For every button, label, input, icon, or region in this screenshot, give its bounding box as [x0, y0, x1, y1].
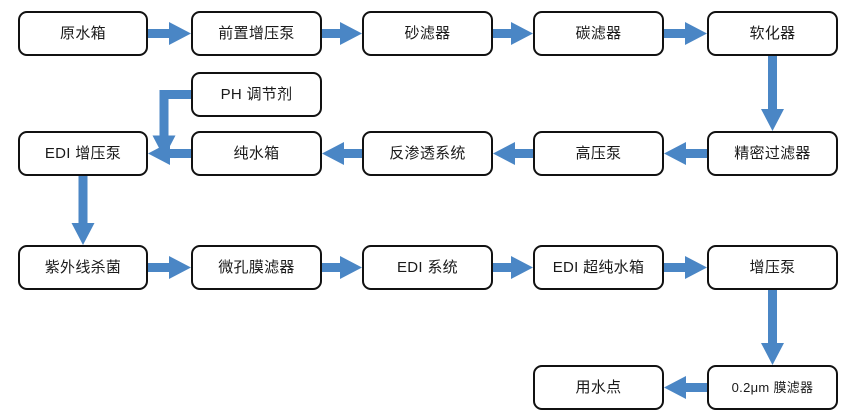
node-label: 0.2μm 膜滤器	[731, 379, 814, 395]
arrow-booster-to-membrane	[761, 290, 784, 365]
arrow-carbon-to-softener	[664, 22, 707, 45]
node-uv-sterilizer[interactable]: 紫外线杀菌	[18, 245, 148, 290]
arrow-micropore-to-edi	[322, 256, 362, 279]
node-carbon-filter[interactable]: 碳滤器	[533, 11, 664, 56]
node-label: EDI 系统	[397, 258, 458, 276]
node-label: 反渗透系统	[389, 144, 466, 162]
node-label: 增压泵	[749, 258, 796, 276]
arrow-membrane-to-pou	[664, 376, 707, 399]
node-micropore-filter[interactable]: 微孔膜滤器	[191, 245, 322, 290]
node-pure-water-tank[interactable]: 纯水箱	[191, 131, 322, 176]
node-membrane-filter-02um[interactable]: 0.2μm 膜滤器	[707, 365, 838, 410]
node-label: 紫外线杀菌	[44, 258, 122, 276]
node-label: 纯水箱	[233, 144, 280, 162]
node-label: EDI 增压泵	[44, 144, 122, 162]
arrow-edi-to-ultratank	[493, 256, 533, 279]
node-label: 软化器	[749, 24, 796, 42]
node-booster-pump[interactable]: 增压泵	[707, 245, 838, 290]
node-edi-ultrapure-tank[interactable]: EDI 超纯水箱	[533, 245, 664, 290]
node-raw-water-tank[interactable]: 原水箱	[18, 11, 148, 56]
node-sand-filter[interactable]: 砂滤器	[362, 11, 493, 56]
node-softener[interactable]: 软化器	[707, 11, 838, 56]
arrow-uv-to-micropore	[148, 256, 191, 279]
node-label: 砂滤器	[404, 24, 451, 42]
node-label: 用水点	[575, 378, 622, 396]
node-edi-system[interactable]: EDI 系统	[362, 245, 493, 290]
node-label: 碳滤器	[575, 24, 622, 42]
node-label: 高压泵	[575, 144, 622, 162]
node-point-of-use[interactable]: 用水点	[533, 365, 664, 410]
arrow-raw-to-prepump	[148, 22, 191, 45]
node-ro-system[interactable]: 反渗透系统	[362, 131, 493, 176]
node-label: EDI 超纯水箱	[552, 258, 645, 276]
node-label: 前置增压泵	[218, 24, 295, 42]
node-pre-booster-pump[interactable]: 前置增压泵	[191, 11, 322, 56]
arrow-prepump-to-sand	[322, 22, 362, 45]
node-label: 原水箱	[60, 24, 106, 42]
node-label: 微孔膜滤器	[218, 258, 295, 276]
node-ph-adjuster[interactable]: PH 调节剂	[191, 72, 322, 117]
node-precision-filter[interactable]: 精密过滤器	[707, 131, 838, 176]
arrow-sand-to-carbon	[493, 22, 533, 45]
arrow-puretank-to-edipump	[148, 142, 191, 165]
arrow-edipump-to-uv	[71, 176, 95, 245]
arrow-ro-to-puretank	[322, 142, 362, 165]
node-label: PH 调节剂	[220, 85, 293, 103]
arrow-precision-to-hp	[664, 142, 707, 165]
node-high-pressure-pump[interactable]: 高压泵	[533, 131, 664, 176]
arrow-ultratank-to-booster	[664, 256, 707, 279]
node-label: 精密过滤器	[734, 144, 811, 162]
node-edi-booster-pump[interactable]: EDI 增压泵	[18, 131, 148, 176]
arrow-ph-to-puretank	[152, 90, 191, 158]
arrow-hp-to-ro	[493, 142, 533, 165]
arrow-softener-to-precision	[761, 56, 784, 131]
